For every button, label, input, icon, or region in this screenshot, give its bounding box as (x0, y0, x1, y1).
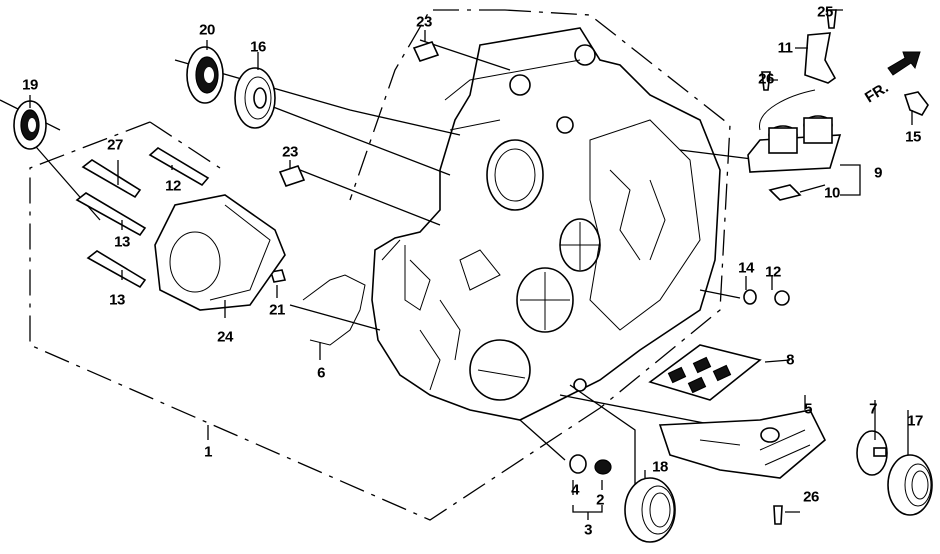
end-cover (154, 194, 286, 311)
callout-26-left: 26 (758, 70, 774, 88)
callout-ticks (29, 9, 913, 520)
callout-24: 24 (217, 328, 233, 346)
callout-16: 15 (905, 128, 921, 146)
transmission-case (371, 27, 721, 421)
callout-6: 6 (317, 364, 325, 382)
callout-12: 12 (765, 263, 781, 281)
callout-2: 2 (596, 491, 604, 509)
solenoid-assembly (747, 89, 842, 201)
callout-22: 21 (269, 301, 285, 319)
callout-13-upper: 12 (165, 177, 181, 195)
callout-17: 16 (250, 38, 266, 56)
callout-4: 4 (571, 481, 579, 499)
harness-bracket (804, 32, 837, 84)
oil-seal (186, 46, 224, 104)
callout-18: 17 (907, 412, 923, 430)
callout-19: 18 (652, 458, 668, 476)
strainer-plate (658, 409, 826, 479)
callout-5: 5 (804, 400, 812, 418)
front-direction-arrow-icon (887, 51, 921, 76)
oil-guide-plate (856, 430, 888, 476)
gasket (302, 274, 366, 346)
callout-15: 14 (738, 259, 754, 277)
callout-1: 1 (204, 443, 212, 461)
callout-25: 26 (803, 488, 819, 506)
callout-9: 9 (874, 164, 882, 182)
callout-13-lower: 13 (109, 291, 125, 309)
separator-plate (648, 344, 762, 401)
oil-seal-left (13, 100, 47, 150)
callout-11: 11 (777, 39, 793, 57)
ball-bearing (234, 67, 276, 129)
needle-bearing-right (887, 454, 933, 516)
callout-21: 20 (199, 21, 215, 39)
callout-27: 27 (107, 136, 123, 154)
callout-3: 3 (584, 521, 592, 539)
bolts (75, 9, 837, 525)
callout-14: 13 (114, 233, 130, 251)
callout-26-top: 25 (817, 3, 833, 21)
harness-clip (903, 91, 929, 117)
callout-23-mid: 23 (282, 143, 298, 161)
callout-20: 19 (22, 76, 38, 94)
assembly-group-outline (29, 9, 731, 521)
callout-8: 8 (786, 351, 794, 369)
callout-7: 7 (869, 400, 877, 418)
needle-bearing-lower (624, 477, 676, 543)
callout-23-top: 23 (416, 13, 432, 31)
callout-10: 10 (824, 184, 840, 202)
